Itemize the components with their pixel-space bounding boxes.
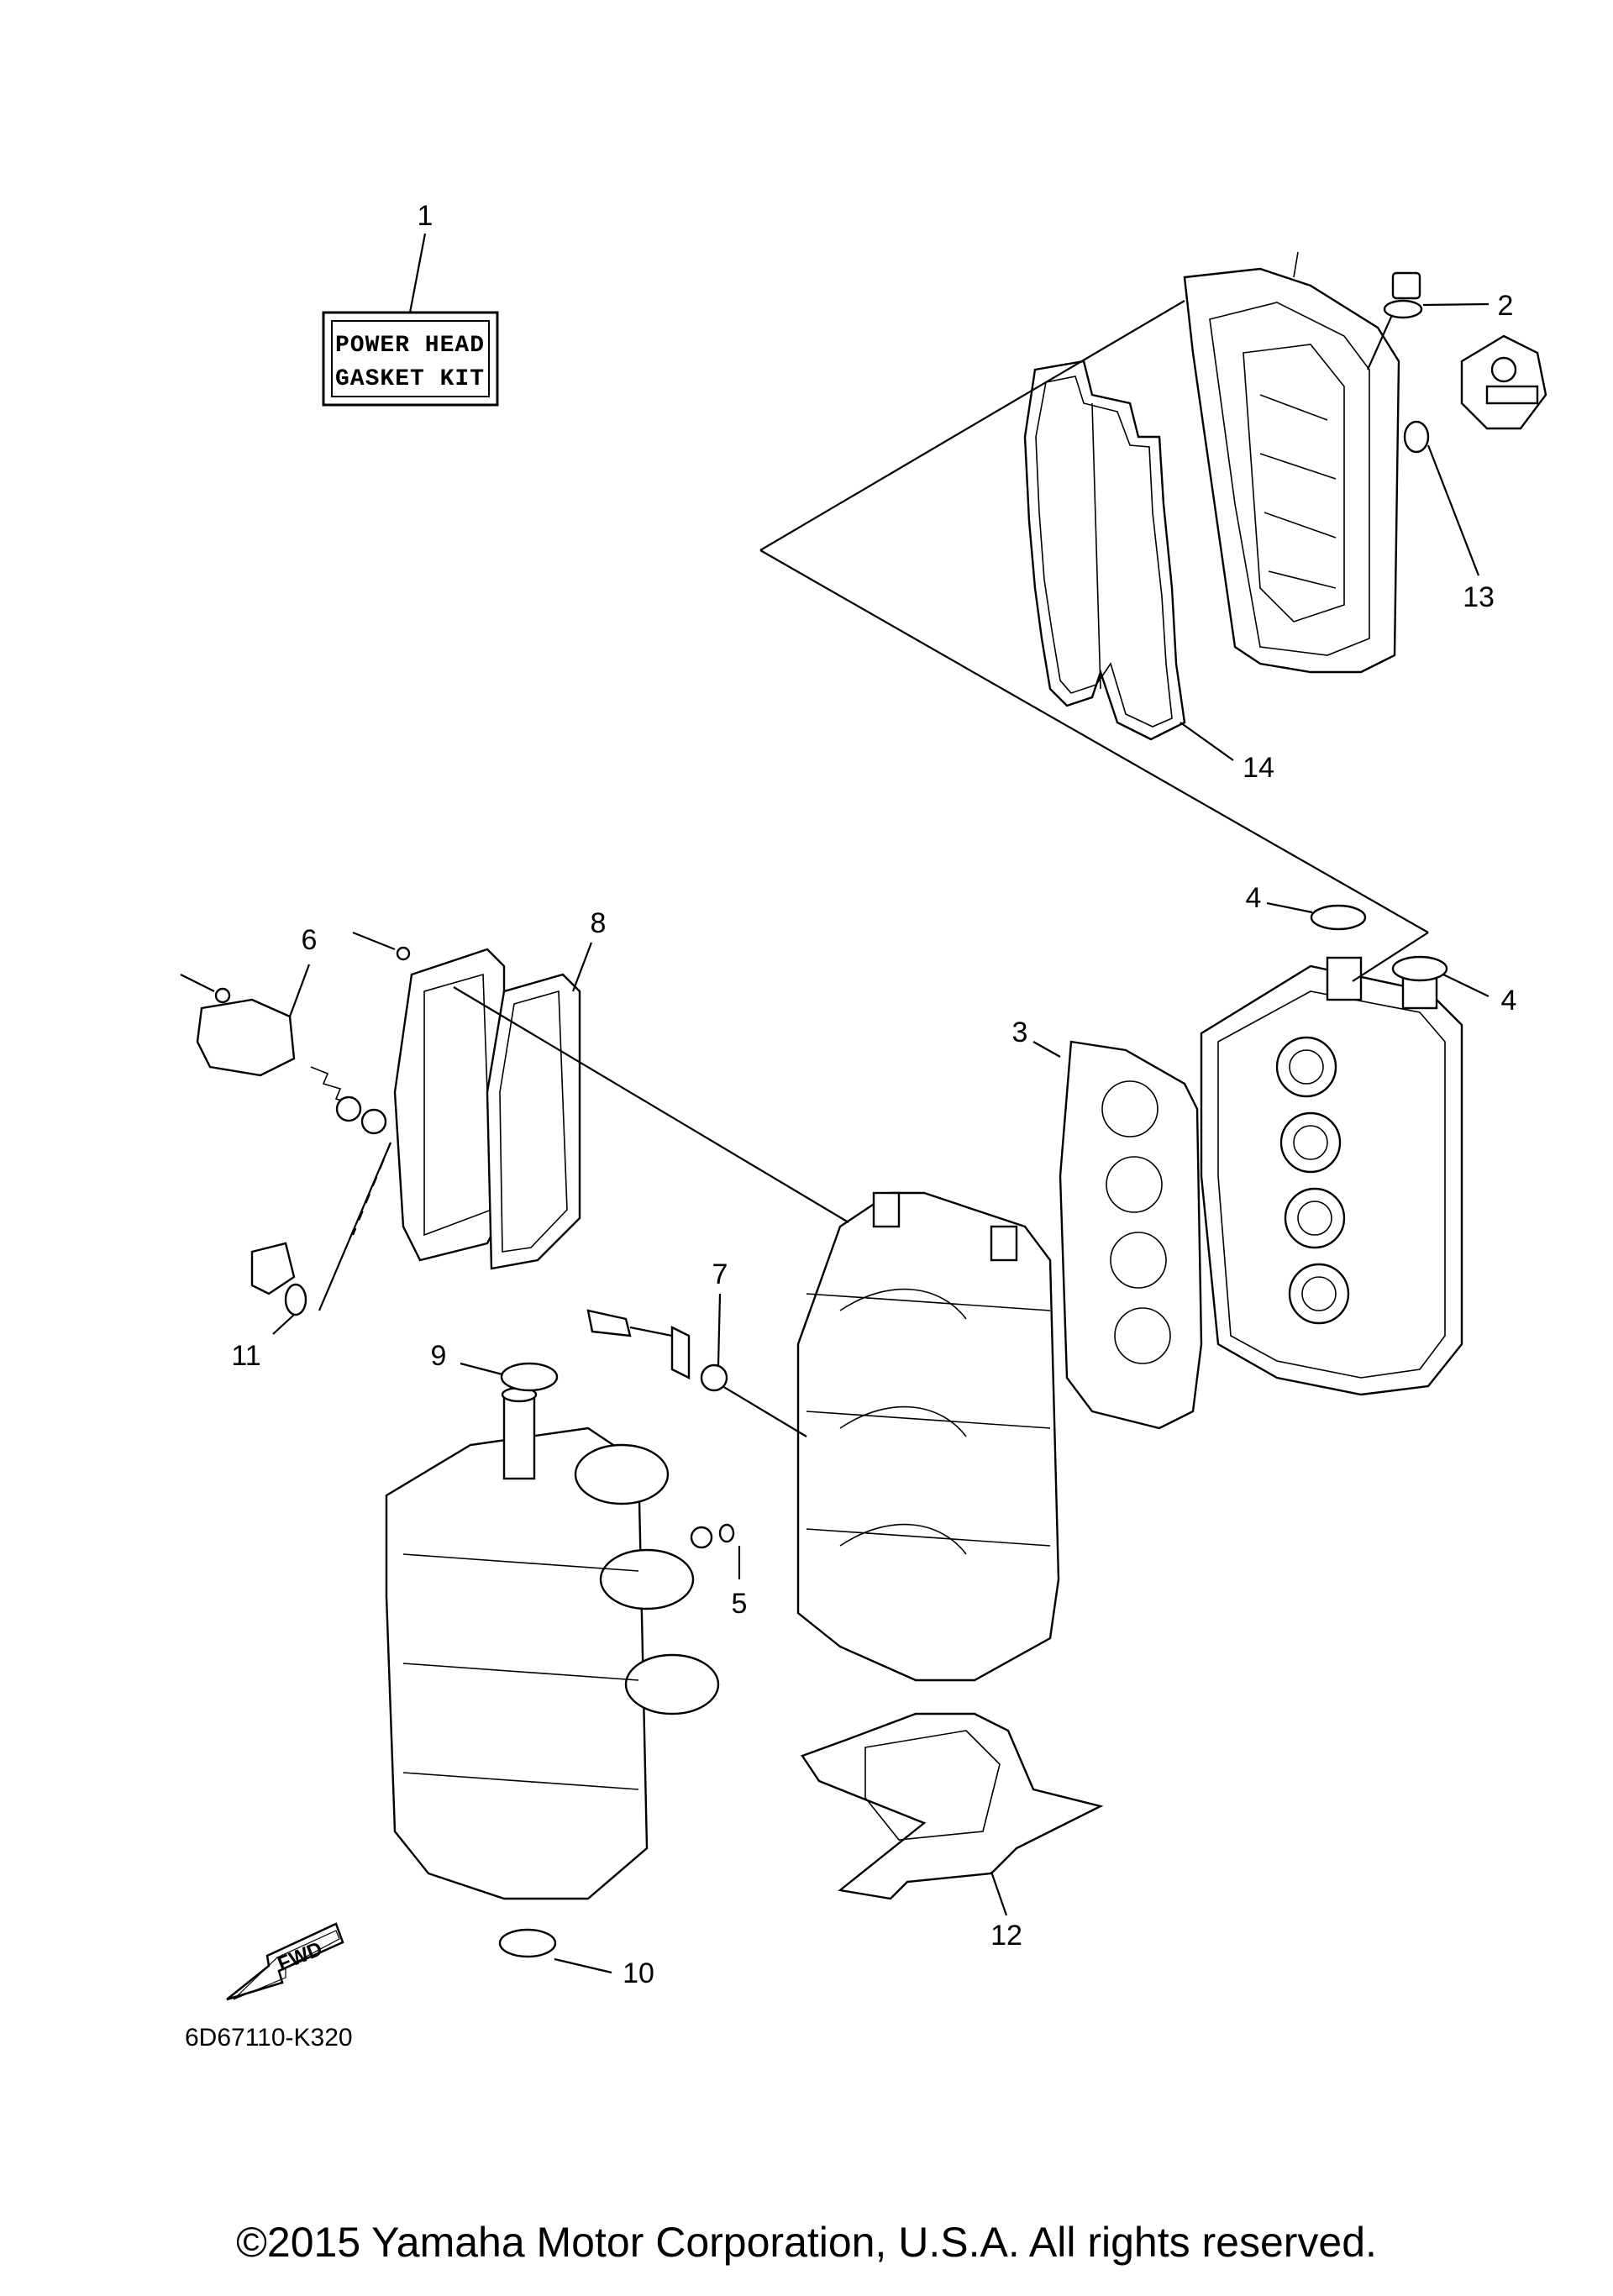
callout-4b: 4	[1501, 985, 1517, 1017]
part-11-plug	[250, 1242, 307, 1316]
callout-14: 14	[1243, 752, 1274, 784]
cylinder-block	[796, 1191, 1060, 1682]
leader-line-13	[1426, 444, 1480, 576]
part-9-oil-seal	[500, 1362, 559, 1392]
kit-label-line2: GASKET KIT	[335, 366, 485, 392]
part-3-head-gasket	[1059, 1040, 1203, 1430]
callout-6: 6	[302, 924, 318, 956]
part-8-exhaust-gasket	[486, 973, 581, 1270]
leader-line-2-cover	[1366, 314, 1394, 370]
callout-12: 12	[990, 1920, 1022, 1952]
leader-line-10	[554, 1957, 612, 1974]
guide-line-plug	[318, 1142, 392, 1311]
callout-1: 1	[418, 200, 433, 232]
diagram-code: 6D67110-K320	[185, 2024, 353, 2052]
leader-line-1	[408, 233, 427, 313]
callout-2: 2	[1498, 290, 1514, 322]
callout-5: 5	[732, 1588, 748, 1620]
thermostat	[335, 1095, 362, 1122]
cylinder-head	[1200, 956, 1463, 1396]
kit-label-line1: POWER HEAD	[335, 333, 485, 359]
leader-line-9	[460, 1362, 503, 1376]
head-cover	[1183, 251, 1400, 674]
leader-line-3	[1032, 1041, 1061, 1058]
copyright-notice: ©2015 Yamaha Motor Corporation, U.S.A. A…	[236, 2219, 1377, 2266]
part-10-oil-seal	[498, 1928, 557, 1958]
crankcase-assembly	[385, 1386, 720, 1900]
guide-line-plug-dashed	[351, 1142, 392, 1236]
exhaust-cover	[352, 931, 506, 1262]
callout-4a: 4	[1246, 882, 1262, 914]
leader-line-2	[1422, 302, 1490, 307]
fwd-arrow-icon: FWD	[226, 1922, 344, 2001]
part-4-oil-seal-b	[1391, 955, 1448, 982]
thermostat-spring	[310, 1066, 354, 1105]
part-2-o-ring	[1383, 299, 1423, 319]
thermostat-cover	[180, 974, 296, 1077]
part-4-oil-seal-a	[1310, 904, 1367, 931]
guide-line-exhaust-cover	[453, 986, 849, 1223]
leader-line-14	[1180, 722, 1234, 761]
callout-9: 9	[431, 1340, 447, 1372]
callout-13: 13	[1463, 581, 1495, 613]
actuator-part	[1460, 334, 1547, 430]
guide-line-top-right	[759, 549, 1429, 933]
part-13-o-ring	[1403, 420, 1430, 454]
guide-line-sensor	[722, 1385, 807, 1437]
filler-cap	[1391, 271, 1421, 300]
guide-line-seal	[1352, 932, 1429, 982]
part-14-head-cover-gasket	[1023, 360, 1186, 741]
leader-line-11	[272, 1314, 295, 1335]
callout-10: 10	[623, 1957, 654, 1989]
gasket-kit-label-box: POWER HEAD GASKET KIT	[322, 311, 499, 407]
drain-bolt	[690, 1526, 713, 1549]
callout-3: 3	[1012, 1017, 1028, 1048]
leader-line-7	[717, 1293, 722, 1366]
callout-11: 11	[231, 1340, 260, 1372]
guide-line-top-left	[759, 300, 1185, 551]
part-12-base-gasket	[801, 1712, 1104, 1900]
leader-line-12	[990, 1871, 1008, 1916]
leader-line-8	[571, 942, 593, 992]
callout-8: 8	[591, 907, 607, 939]
leader-line-4a	[1266, 901, 1313, 914]
leader-line-6	[288, 964, 311, 1017]
part-5-gasket	[718, 1523, 735, 1543]
thermostat-seal	[360, 1108, 387, 1135]
callout-7: 7	[712, 1258, 728, 1290]
sensor-assembly	[586, 1309, 728, 1392]
leader-line-4b	[1442, 974, 1490, 997]
